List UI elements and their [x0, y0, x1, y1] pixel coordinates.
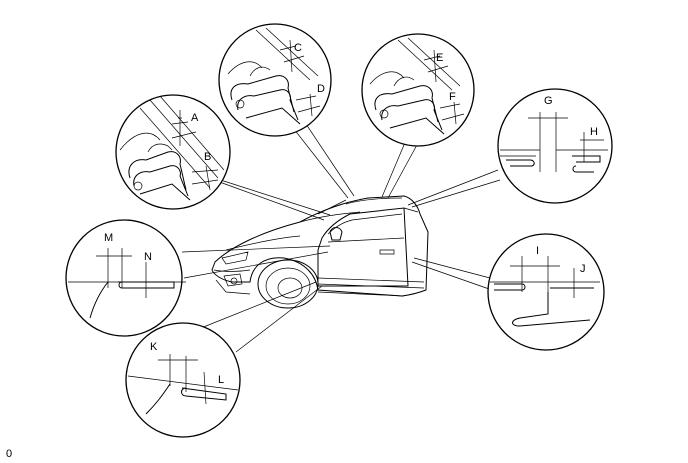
label-a: A [191, 112, 199, 124]
detail-circle-ef: E F [361, 33, 475, 147]
label-i: I [536, 245, 539, 257]
detail-circle-ij: I J [487, 233, 605, 351]
detail-circle-cd: C D [218, 23, 332, 137]
detail-circle-kl: K L [125, 322, 241, 438]
label-g: G [544, 95, 553, 107]
car-illustration [211, 195, 429, 309]
figure-id: 0 [6, 448, 12, 460]
detail-circle-mn: M N [65, 219, 186, 337]
label-l: L [218, 374, 224, 386]
detail-circle-gh: G H [497, 88, 613, 204]
detail-circle-ab: A B [115, 94, 231, 210]
label-b: B [204, 151, 211, 163]
label-j: J [580, 263, 586, 275]
label-c: C [294, 42, 302, 54]
label-k: K [150, 341, 158, 353]
label-e: E [436, 52, 443, 64]
label-m: M [104, 232, 113, 244]
label-f: F [449, 91, 456, 103]
label-d: D [317, 83, 325, 95]
label-h: H [590, 126, 598, 138]
label-n: N [144, 251, 152, 263]
